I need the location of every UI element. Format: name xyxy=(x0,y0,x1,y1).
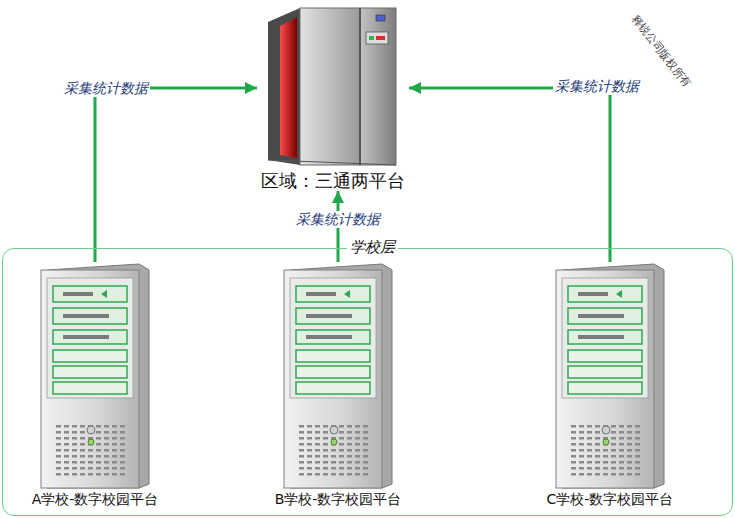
edge-label: 采集统计数据 xyxy=(553,78,641,95)
node-label: A学校-数字校园平台 xyxy=(28,491,163,508)
server-node: 区域：三通两平台 xyxy=(257,4,409,191)
mainframe-icon xyxy=(268,8,396,165)
edge-label: 采集统计数据 xyxy=(62,80,150,97)
server-node: A学校-数字校园平台 xyxy=(28,262,163,508)
server-icon xyxy=(556,264,664,488)
server-node: B学校-数字校园平台 xyxy=(271,262,406,508)
data-arrow xyxy=(409,88,610,262)
edge-label: 采集统计数据 xyxy=(294,211,382,228)
node-label: B学校-数字校园平台 xyxy=(271,491,406,508)
server-icon xyxy=(284,264,392,488)
node-label: C学校-数字校园平台 xyxy=(543,491,678,508)
group-band: 学校层A学校-数字校园平台B学校-数字校园平台C学校-数字校园平台 xyxy=(2,248,733,516)
node-label: 区域：三通两平台 xyxy=(257,170,409,191)
server-node: C学校-数字校园平台 xyxy=(543,262,678,508)
server-icon xyxy=(41,264,149,488)
data-arrow xyxy=(95,88,257,262)
group-title: 学校层 xyxy=(347,238,398,257)
